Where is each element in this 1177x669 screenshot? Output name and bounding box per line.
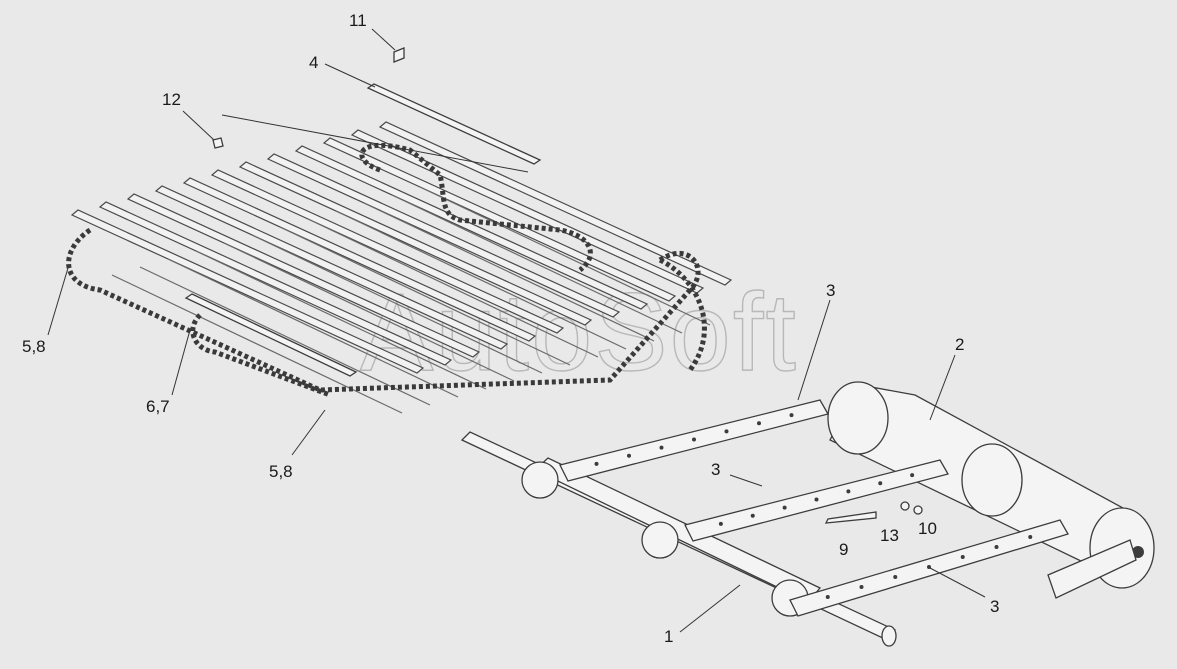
leader-12 bbox=[182, 110, 215, 141]
beam-hole bbox=[692, 437, 696, 442]
beam-hole bbox=[659, 445, 664, 450]
beam-hole bbox=[825, 595, 830, 599]
leader-lines bbox=[47, 28, 986, 633]
beam-hole bbox=[718, 521, 723, 526]
nut-10 bbox=[913, 505, 923, 515]
slat-rod bbox=[363, 202, 655, 342]
conveyor-slat bbox=[294, 145, 649, 310]
leader-1 bbox=[679, 584, 741, 633]
slat-rod bbox=[111, 274, 403, 414]
slat-rod bbox=[223, 242, 515, 382]
leader-58-bottom bbox=[291, 409, 326, 456]
callout-9: 9 bbox=[839, 540, 848, 559]
conveyor-slat bbox=[378, 121, 733, 286]
bolt-11 bbox=[393, 47, 405, 63]
beam-hole bbox=[893, 575, 898, 579]
callout-11: 11 bbox=[349, 11, 367, 30]
fasteners bbox=[212, 47, 923, 524]
beam-hole bbox=[757, 421, 761, 426]
slat-rod bbox=[195, 250, 487, 390]
callout-labels: 11 4 12 5,8 6,7 5,8 3 2 3 13 10 9 3 1 bbox=[22, 11, 999, 646]
beam-hole bbox=[594, 461, 599, 466]
sprocket-1 bbox=[521, 461, 559, 499]
drum-ring-left bbox=[827, 381, 889, 455]
slat-rod bbox=[391, 194, 683, 334]
guide-bars bbox=[184, 83, 542, 377]
beam-hole bbox=[994, 545, 999, 549]
side-beams-3 bbox=[559, 399, 1069, 617]
slat-rod bbox=[307, 218, 599, 358]
callout-6-7: 6,7 bbox=[146, 397, 170, 416]
beam-hole bbox=[1028, 535, 1033, 539]
callout-5-8-left: 5,8 bbox=[22, 337, 46, 356]
leader-2 bbox=[929, 354, 956, 421]
conveyor-slat bbox=[98, 201, 453, 366]
shaft-end bbox=[881, 625, 897, 647]
nut-12 bbox=[212, 137, 224, 149]
chain-upper bbox=[359, 142, 593, 272]
leader-58-left bbox=[47, 267, 69, 336]
shaft-tube bbox=[533, 457, 822, 603]
leader-67 bbox=[171, 329, 191, 396]
callout-5-8-bottom: 5,8 bbox=[269, 462, 293, 481]
drum-ring-mid bbox=[961, 443, 1023, 517]
drum-2 bbox=[827, 381, 1155, 599]
beam-hole bbox=[910, 473, 915, 478]
slat-rod bbox=[335, 210, 627, 350]
beam-hole bbox=[724, 429, 729, 434]
beam-hole bbox=[878, 481, 883, 486]
washer-13 bbox=[900, 501, 910, 511]
beam-hole bbox=[814, 497, 819, 502]
beam-hole bbox=[750, 513, 755, 518]
conveyor-slat bbox=[126, 193, 481, 358]
slat-rod bbox=[139, 266, 431, 406]
leader-4 bbox=[324, 63, 376, 88]
callout-10: 10 bbox=[918, 519, 937, 538]
conveyor-slat bbox=[210, 169, 565, 334]
chain-left bbox=[66, 227, 701, 393]
beam-hole bbox=[627, 453, 631, 458]
chain-right bbox=[658, 257, 707, 372]
sprocket-2 bbox=[641, 521, 679, 559]
beam-hole bbox=[960, 555, 965, 559]
chain-mid bbox=[190, 313, 331, 398]
callout-2: 2 bbox=[955, 335, 964, 354]
callout-4: 4 bbox=[309, 53, 318, 72]
guide-bar-lower bbox=[184, 293, 358, 377]
callout-12: 12 bbox=[162, 90, 181, 109]
slat-rod bbox=[251, 234, 543, 374]
conveyor-slat bbox=[238, 161, 593, 326]
slat-conveyor-assembly bbox=[70, 121, 733, 414]
callout-3-top: 3 bbox=[826, 281, 835, 300]
drum-bracket bbox=[1047, 539, 1137, 599]
leader-3-top bbox=[797, 299, 831, 401]
callout-13: 13 bbox=[880, 526, 899, 545]
conveyor-chains bbox=[66, 142, 707, 398]
conveyor-slat bbox=[266, 153, 621, 318]
callout-3-mid: 3 bbox=[711, 460, 720, 479]
bolt-9 bbox=[824, 511, 877, 524]
beam-hole bbox=[782, 505, 787, 510]
callout-3-bottom: 3 bbox=[990, 597, 999, 616]
conveyor-slat bbox=[154, 185, 509, 350]
leader-12b bbox=[221, 114, 529, 173]
slat-rod bbox=[279, 226, 571, 366]
beam-hole bbox=[846, 489, 851, 494]
leader-3-bottom bbox=[929, 567, 986, 598]
beam-hole bbox=[859, 585, 864, 589]
sprocket-shaft-1 bbox=[460, 431, 897, 647]
conveyor-slat bbox=[182, 177, 537, 342]
leader-3-mid bbox=[729, 474, 763, 487]
callout-1: 1 bbox=[664, 627, 673, 646]
beam-hole bbox=[789, 413, 794, 418]
conveyor-slat bbox=[70, 209, 425, 374]
leader-11 bbox=[371, 28, 396, 51]
conveyor-slat bbox=[322, 137, 677, 302]
slat-rod bbox=[419, 186, 711, 326]
slat-rod bbox=[167, 258, 459, 398]
